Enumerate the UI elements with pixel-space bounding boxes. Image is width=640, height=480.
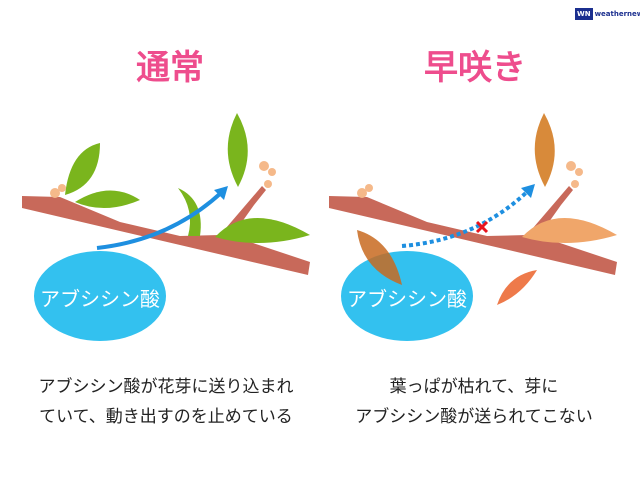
- fallen-leaf: [497, 270, 537, 305]
- dead-leaf: [534, 113, 555, 187]
- flower-buds-icon: [357, 161, 583, 198]
- caption-line: 葉っぱが枯れて、芽に: [389, 377, 559, 397]
- caption-line: ていて、動き出すのを止めている: [39, 407, 293, 427]
- early-bloom-illustration: [329, 113, 617, 341]
- normal-illustration: [22, 113, 310, 341]
- caption-early-bloom: 葉っぱが枯れて、芽に アブシシン酸が送られてこない: [314, 372, 634, 432]
- flower-buds-icon: [50, 161, 276, 198]
- leaf: [227, 113, 248, 187]
- arrow-head-icon: [214, 186, 228, 200]
- caption-line: アブシシン酸が送られてこない: [355, 407, 593, 427]
- branch: [329, 186, 617, 275]
- cross-icon: [475, 220, 489, 234]
- abscisic-acid-arrow: [96, 190, 224, 250]
- blocked-arrow: [401, 188, 531, 248]
- title-normal: 通常: [136, 48, 204, 88]
- branch: [22, 186, 310, 275]
- caption-normal: アブシシン酸が花芽に送り込まれ ていて、動き出すのを止めている: [6, 372, 326, 432]
- abscisic-acid-bubble: [34, 251, 166, 341]
- bubble-label: アブシシン酸: [347, 287, 467, 311]
- bubble-label: アブシシン酸: [40, 287, 160, 311]
- weathernews-logo: WN weathernews: [575, 8, 640, 20]
- caption-line: アブシシン酸が花芽に送り込まれ: [38, 377, 294, 397]
- arrow-head-icon: [521, 184, 535, 198]
- logo-mark: WN: [575, 8, 593, 20]
- title-early-bloom: 早咲き: [424, 48, 526, 88]
- dead-leaf: [357, 230, 402, 285]
- leaf: [65, 143, 100, 195]
- logo-text: weathernews: [594, 10, 640, 18]
- leaf: [215, 217, 310, 244]
- dead-leaf: [522, 217, 617, 244]
- abscisic-acid-bubble: [341, 251, 473, 341]
- leaf: [178, 188, 201, 236]
- leaf: [75, 190, 140, 209]
